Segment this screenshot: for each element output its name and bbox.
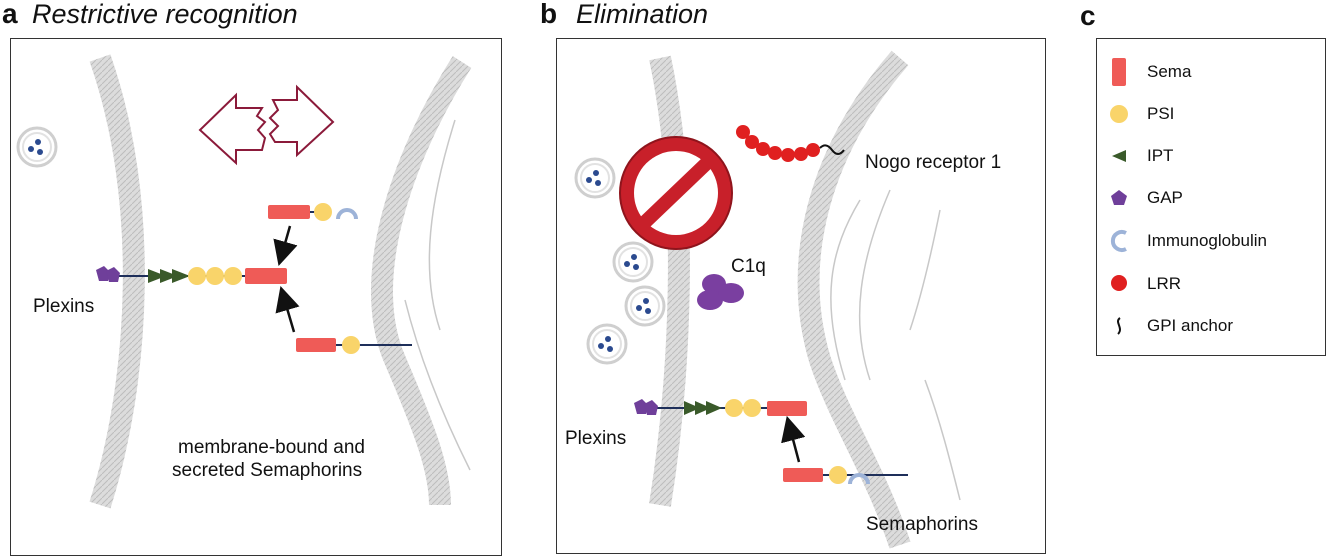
legend-label-ipt: IPT (1147, 146, 1174, 165)
membrane-right-a (370, 56, 472, 506)
lrr-circle-icon (1111, 275, 1127, 291)
panel-b-letter: b (540, 0, 558, 29)
arrow-down-a (273, 225, 298, 267)
vesicle-icon (586, 323, 628, 365)
psi-circle-icon (1110, 105, 1128, 123)
membrane-fold-b3 (909, 209, 941, 331)
membrane-fold-a2 (404, 299, 471, 471)
nogo-receptor-label: Nogo receptor 1 (865, 152, 1002, 173)
membrane-left-a (89, 54, 145, 509)
vesicle-icon (574, 157, 616, 199)
panel-c-letter: c (1080, 0, 1096, 31)
legend-label-sema: Sema (1147, 62, 1192, 81)
membrane-fold-b4 (924, 379, 961, 501)
membrane-semaphorin-a (296, 336, 412, 354)
plexin-b (634, 399, 807, 417)
secreted-semaphorin-a (268, 203, 358, 221)
gpi-anchor-icon (1117, 317, 1121, 335)
sema-rect-icon (1112, 58, 1126, 86)
plexin-a (96, 266, 287, 285)
legend-label-psi: PSI (1147, 104, 1175, 123)
ipt-triangle-icon (1112, 150, 1126, 162)
membrane-right-b (797, 50, 911, 549)
c1q-icon (697, 274, 744, 310)
plexins-label-b: Plexins (565, 428, 627, 449)
crossing-arrows-icon (198, 84, 335, 166)
semaphorins-label-a-line2: secreted Semaphorins (172, 460, 363, 481)
panel-a-letter: a (2, 0, 18, 29)
panel-b-title: Elimination (576, 0, 709, 29)
semaphorin-b (783, 466, 908, 485)
legend-label-gpi-anchor: GPI anchor (1147, 316, 1233, 335)
arrow-up-b (781, 415, 806, 463)
membrane-fold-b2 (858, 189, 891, 381)
panel-a-title: Restrictive recognition (32, 0, 298, 29)
panel-c-legend-frame (1096, 38, 1326, 356)
membrane-fold-a (428, 119, 456, 331)
vesicle-icon (16, 126, 58, 168)
plexins-label-a: Plexins (33, 296, 95, 317)
prohibition-icon (619, 136, 733, 250)
arrow-up-a (275, 286, 300, 333)
semaphorins-label-b: Semaphorins (866, 514, 978, 535)
legend-label-immunoglobulin: Immunoglobulin (1147, 231, 1268, 250)
nogo-receptor-icon (736, 125, 845, 162)
gap-pentagon-icon (1111, 190, 1127, 205)
legend-label-gap: GAP (1147, 188, 1183, 207)
legend-label-lrr: LRR (1147, 274, 1182, 293)
membrane-fold-b1 (830, 199, 861, 381)
vesicle-icon (612, 241, 654, 283)
semaphorins-label-a-line1: membrane-bound and (178, 437, 365, 458)
immunoglobulin-arc-icon (1110, 230, 1127, 252)
c1q-label: C1q (731, 256, 766, 277)
vesicle-icon (624, 285, 666, 327)
membrane-left-b (649, 55, 690, 507)
